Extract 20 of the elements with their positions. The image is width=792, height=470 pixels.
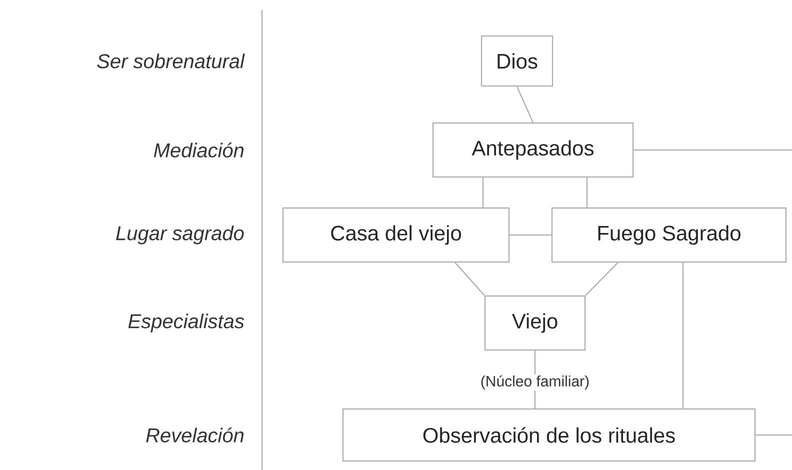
level-label: Mediación xyxy=(154,142,244,158)
concept-box: Dios xyxy=(481,36,553,86)
connector-line xyxy=(516,86,534,123)
level-label: Lugar sagrado xyxy=(116,226,244,244)
level-label: Especialistas xyxy=(128,314,244,332)
edge-label: (Núcleo familiar) xyxy=(479,374,591,390)
concept-box: Antepasados xyxy=(432,122,634,178)
level-label: Ser sobrenatural xyxy=(97,54,245,68)
connector-line xyxy=(682,262,684,409)
concept-box: Observación de los rituales xyxy=(342,408,756,462)
connector-line xyxy=(482,177,484,208)
level-label: Revelación xyxy=(146,428,244,442)
connector-line xyxy=(585,262,618,296)
connector-line xyxy=(509,234,552,236)
connector-line xyxy=(454,262,485,296)
connector-line xyxy=(755,434,792,436)
concept-box: Casa del viejo xyxy=(282,208,510,262)
connector-line xyxy=(586,177,588,208)
concept-box: Viejo xyxy=(484,296,586,350)
concept-box: Fuego Sagrado xyxy=(552,208,786,262)
